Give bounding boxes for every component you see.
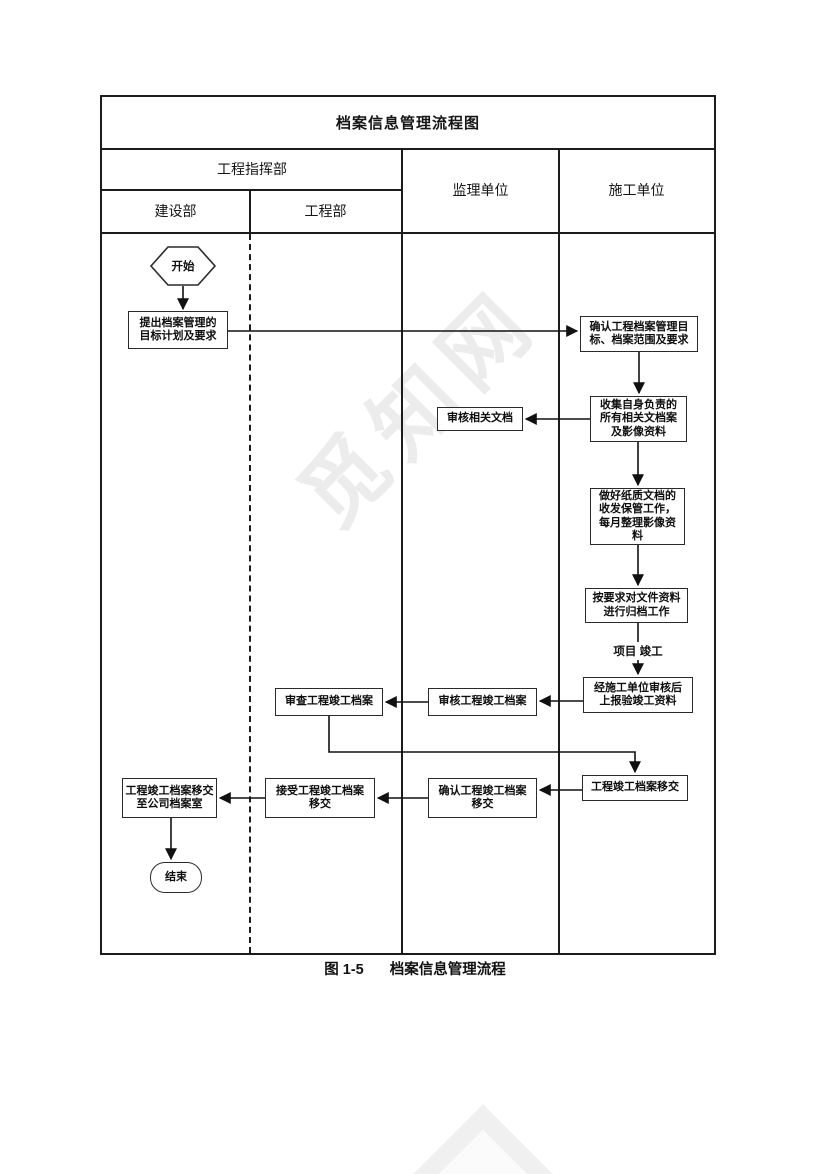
edge-label-project-completion: 项目 竣工 [610, 642, 666, 660]
supervision-construction-divider [558, 148, 560, 953]
figure-caption-number: 图 1-5 [324, 962, 364, 978]
lane-header-build-dept: 建设部 [154, 202, 197, 219]
watermark-bottom-emblem [272, 1104, 694, 1174]
title-row-divider [102, 148, 714, 150]
flow-node-confirm-goal-text: 确认工程档案管理目 标、档案范围及要求 [589, 320, 689, 347]
flow-node-handover: 工程竣工档案移交 [582, 775, 688, 801]
lane-header-group: 工程指挥部 [217, 160, 287, 177]
flow-node-confirm-handover-text: 确认工程竣工档案 移交 [438, 784, 527, 811]
figure-caption: 图 1-5 档案信息管理流程 [0, 958, 830, 979]
flow-node-collect-docs: 收集自身负责的 所有相关文档案 及影像资料 [590, 396, 687, 442]
end-node-text: 结束 [165, 870, 187, 883]
flow-node-submit-completion-text: 经施工单位审核后 上报验竣工资料 [594, 681, 682, 708]
flow-node-review-docs: 审核相关文档 [437, 407, 523, 431]
flow-node-archive-files: 按要求对文件资料 进行归档工作 [585, 588, 688, 623]
group-header-divider [102, 189, 402, 191]
flow-node-confirm-handover: 确认工程竣工档案 移交 [428, 778, 537, 818]
flow-node-review-docs-text: 审核相关文档 [447, 412, 513, 425]
flow-node-examine-archive-text: 审查工程竣工档案 [285, 695, 373, 708]
engdept-supervision-divider [401, 148, 403, 953]
flow-node-propose-plan-text: 提出档案管理的 目标计划及要求 [139, 316, 217, 343]
figure-caption-title: 档案信息管理流程 [389, 962, 506, 978]
flow-node-check-archive: 审核工程竣工档案 [428, 688, 537, 716]
header-bottom-divider [102, 232, 714, 234]
flow-node-accept-handover: 接受工程竣工档案 移交 [265, 778, 375, 818]
flow-node-handover-text: 工程竣工档案移交 [591, 781, 679, 794]
flow-node-transfer-company: 工程竣工档案移交 至公司档案室 [122, 778, 217, 818]
flow-node-submit-completion: 经施工单位审核后 上报验竣工资料 [583, 677, 693, 713]
start-node: 开始 [151, 247, 215, 285]
build-eng-dashed-divider [249, 234, 251, 953]
flow-node-paper-keeping-text: 做好纸质文档的 收发保管工作， 每月整理影像资 料 [599, 489, 676, 543]
flow-node-accept-handover-text: 接受工程竣工档案 移交 [276, 784, 364, 811]
flow-node-confirm-goal: 确认工程档案管理目 标、档案范围及要求 [580, 316, 698, 352]
lane-header-eng-dept: 工程部 [304, 202, 347, 219]
flow-node-paper-keeping: 做好纸质文档的 收发保管工作， 每月整理影像资 料 [590, 488, 685, 545]
flow-node-collect-docs-text: 收集自身负责的 所有相关文档案 及影像资料 [600, 398, 677, 438]
subdept-divider-solid [249, 189, 251, 234]
lane-header-supervision-unit: 监理单位 [452, 182, 509, 198]
lane-header-construction-unit: 施工单位 [608, 182, 665, 198]
flow-node-examine-archive: 审查工程竣工档案 [275, 688, 383, 716]
flow-node-transfer-company-text: 工程竣工档案移交 至公司档案室 [125, 784, 214, 811]
page-title: 档案信息管理流程图 [335, 115, 480, 132]
flow-node-propose-plan: 提出档案管理的 目标计划及要求 [128, 311, 228, 349]
flow-node-check-archive-text: 审核工程竣工档案 [438, 695, 527, 708]
flowchart-table: 档案信息管理流程图 工程指挥部 监理单位 施工单位 建设部 工程部 [100, 95, 716, 955]
flow-node-archive-files-text: 按要求对文件资料 进行归档工作 [592, 592, 681, 618]
start-node-text: 开始 [171, 261, 195, 273]
end-node: 结束 [150, 862, 202, 893]
